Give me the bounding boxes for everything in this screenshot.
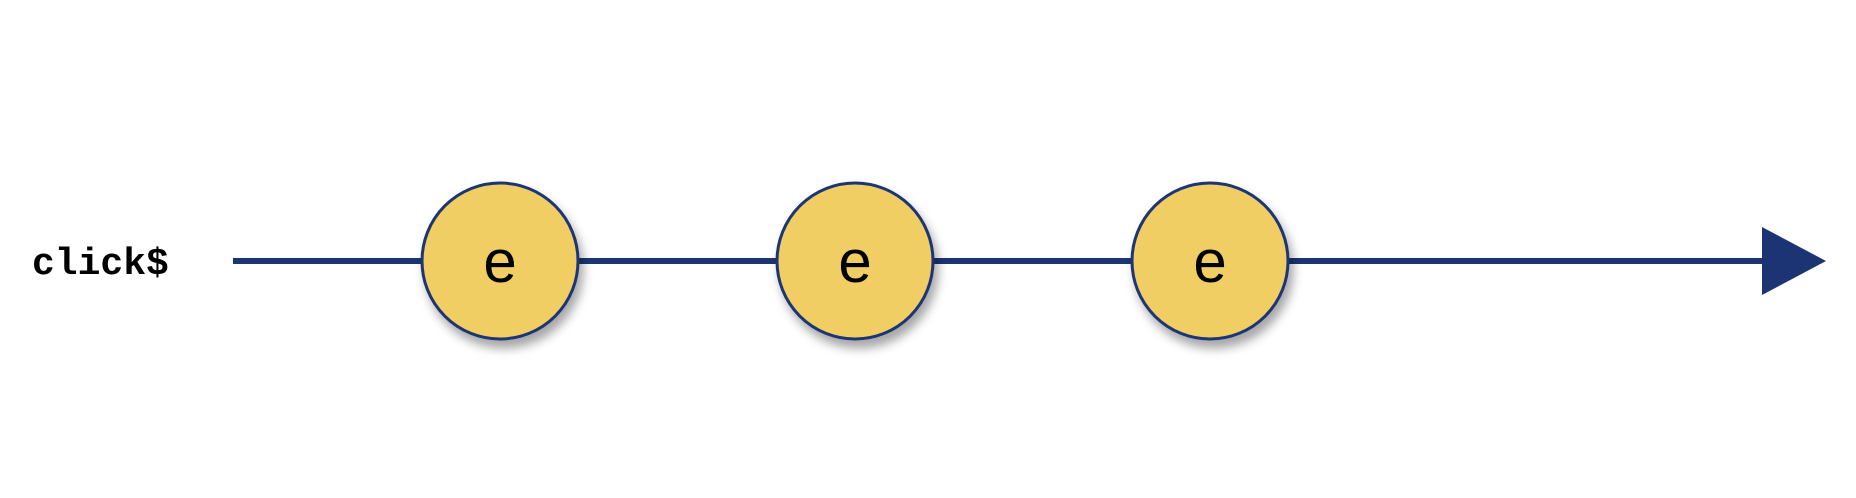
- event-marble: e: [420, 181, 580, 341]
- event-marble-label: e: [838, 228, 871, 295]
- event-marble-circle: [420, 181, 580, 341]
- event-marble-label: e: [483, 228, 516, 295]
- event-marble-label: e: [1193, 228, 1226, 295]
- event-marble-circle: [1130, 181, 1290, 341]
- timeline-arrowhead: [1762, 227, 1826, 295]
- event-marble: e: [775, 181, 935, 341]
- event-marble-circle: [775, 181, 935, 341]
- event-marble: e: [1130, 181, 1290, 341]
- stream-label: click$: [32, 243, 169, 286]
